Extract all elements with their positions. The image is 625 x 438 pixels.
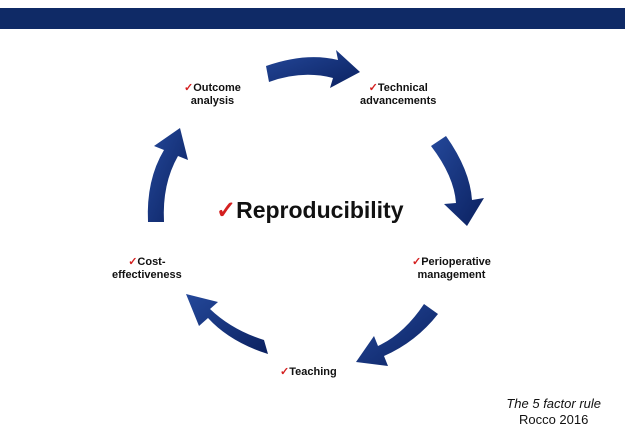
check-icon: ✓ — [216, 197, 237, 224]
check-icon: ✓ — [412, 256, 422, 268]
cycle-arrow-2 — [431, 136, 484, 226]
node-perioperative-management: ✓Perioperative management — [412, 256, 491, 282]
center-label-reproducibility: ✓Reproducibility — [216, 196, 404, 225]
node-teaching: ✓Teaching — [280, 366, 337, 379]
header-bar — [0, 8, 625, 29]
node-label-line2: advancements — [360, 95, 437, 107]
cycle-arrow-3 — [356, 304, 438, 366]
center-label-text: Reproducibility — [236, 197, 404, 223]
check-icon: ✓ — [128, 256, 138, 268]
node-label-line1: Perioperative — [421, 256, 491, 268]
node-label-line1: Cost- — [137, 256, 166, 268]
node-cost-effectiveness: ✓Cost- effectiveness — [112, 256, 182, 282]
node-label-line1: Teaching — [289, 366, 337, 378]
node-label-line2: management — [417, 269, 486, 281]
node-label-line2: analysis — [190, 95, 235, 107]
node-label-line1: Outcome — [193, 82, 241, 94]
cycle-arrow-1 — [266, 50, 360, 88]
node-technical-advancements: ✓Technical advancements — [360, 82, 436, 108]
node-label-line2: effectiveness — [112, 269, 182, 281]
caption-rule: The 5 factor rule — [506, 396, 601, 411]
node-label-line1: Technical — [377, 82, 428, 94]
caption-author: Rocco 2016 — [518, 412, 589, 427]
caption: The 5 factor rule Rocco 2016 — [506, 396, 601, 428]
check-icon: ✓ — [184, 82, 194, 94]
check-icon: ✓ — [368, 82, 378, 94]
node-outcome-analysis: ✓Outcome analysis — [184, 82, 241, 108]
cycle-arrow-5 — [147, 128, 188, 222]
check-icon: ✓ — [280, 366, 290, 378]
cycle-arrow-4 — [186, 294, 268, 354]
